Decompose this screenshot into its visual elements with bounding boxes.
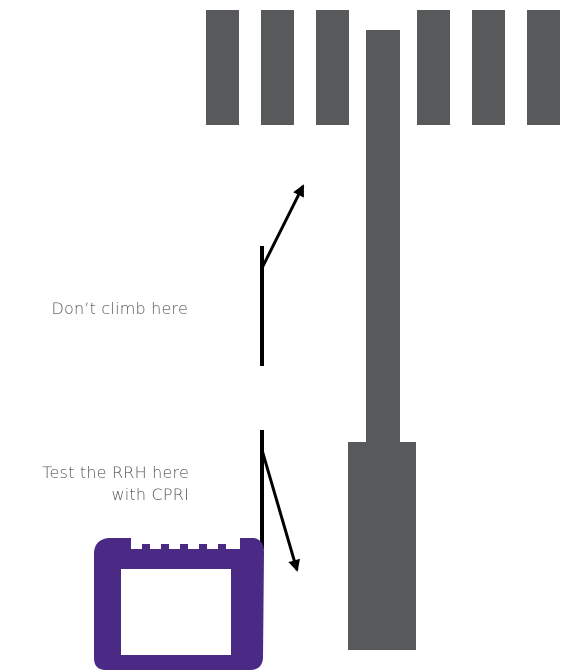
device-screen bbox=[121, 569, 231, 655]
tower-mast-base bbox=[348, 442, 416, 650]
test-label-line-2: with CPRI bbox=[42, 484, 189, 506]
upper-callout bbox=[262, 186, 303, 366]
tower-mast-upper bbox=[366, 30, 400, 442]
antenna-panel bbox=[206, 10, 239, 125]
lower-callout bbox=[262, 430, 297, 570]
antenna-panel bbox=[261, 10, 294, 125]
test-label-line-1: Test the RRH here bbox=[42, 462, 189, 484]
test-rrh-label: Test the RRH here with CPRI bbox=[42, 462, 189, 506]
antenna-panel bbox=[527, 10, 560, 125]
antenna-panel bbox=[417, 10, 450, 125]
upper-arrow bbox=[262, 186, 303, 268]
dont-climb-label: Don’t climb here bbox=[52, 298, 188, 320]
tester-device-icon bbox=[94, 538, 264, 670]
antenna-panel bbox=[316, 10, 349, 125]
antenna-panel bbox=[472, 10, 505, 125]
tower bbox=[348, 30, 416, 650]
lower-arrow bbox=[262, 450, 297, 570]
